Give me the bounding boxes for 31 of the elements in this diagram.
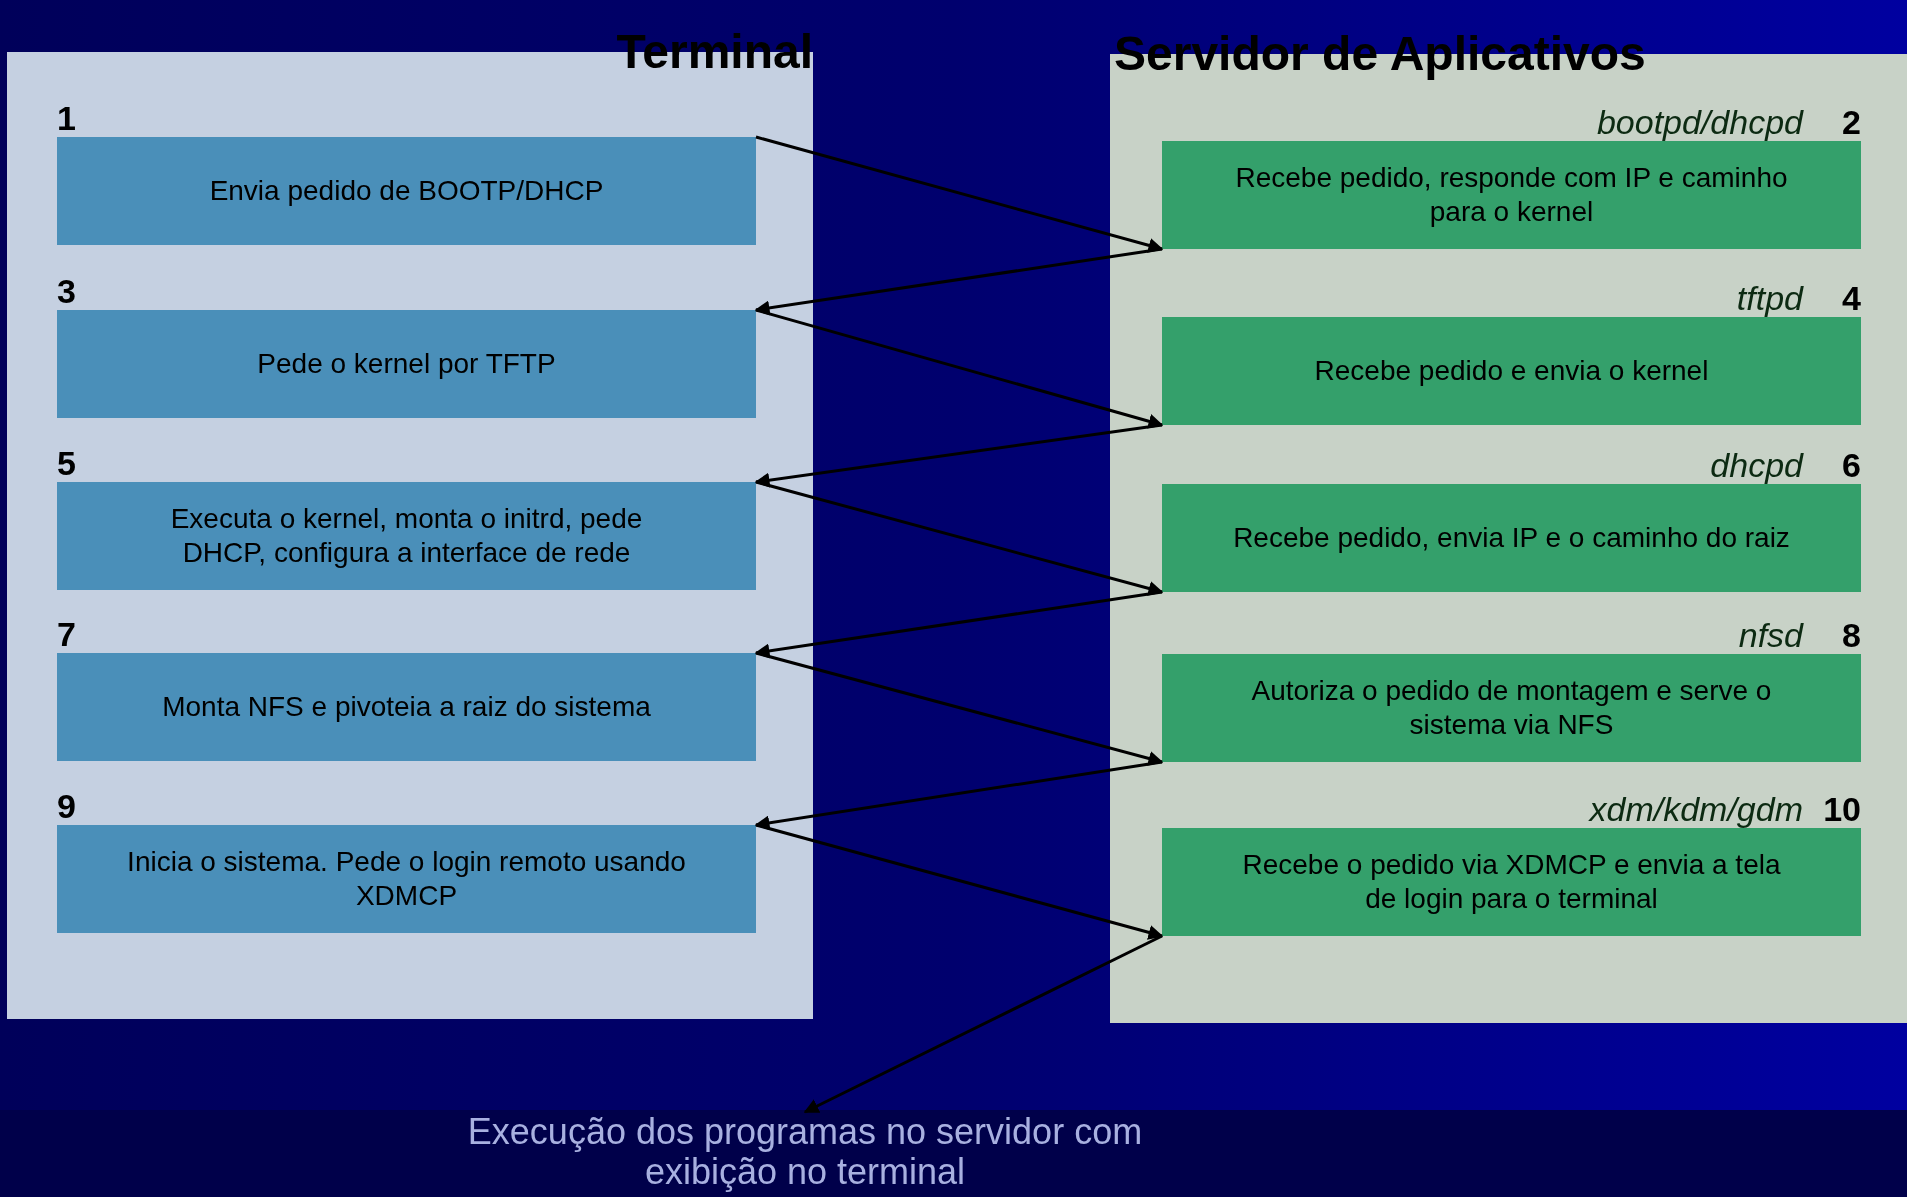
step-number: 7: [57, 617, 76, 651]
daemon-label: nfsd: [1738, 618, 1803, 652]
step-text: Recebe o pedido via XDMCP e envia a tela de login para o terminal: [1241, 847, 1782, 916]
step-text: Pede o kernel por TFTP: [256, 346, 557, 381]
step-number: 10: [1823, 792, 1861, 826]
step-text: Monta NFS e pivoteia a raiz do sistema: [161, 689, 652, 724]
arrow: [755, 135, 1164, 253]
step-number: 4: [1842, 281, 1861, 315]
arrow: [755, 651, 1164, 766]
step-text: Recebe pedido e envia o kernel: [1313, 353, 1710, 388]
daemon-label: tftpd: [1736, 281, 1803, 315]
step-text: Autoriza o pedido de montagem e serve o sistema via NFS: [1250, 673, 1773, 742]
step-number: 8: [1842, 618, 1861, 652]
step-text: Inicia o sistema. Pede o login remoto usando XDMCP: [126, 844, 687, 913]
daemon-label: dhcpd: [1710, 448, 1803, 482]
arrow: [803, 934, 1163, 1114]
step-text: Executa o kernel, monta o initrd, pede DHCP, configura a interface de rede: [169, 501, 644, 570]
step-number: 1: [57, 101, 76, 135]
arrow: [755, 308, 1164, 429]
daemon-label: bootpd/dhcpd: [1596, 105, 1803, 139]
step-text: Recebe pedido, responde com IP e caminho para o kernel: [1234, 160, 1789, 229]
step-text: Recebe pedido, envia IP e o caminho do raiz: [1232, 520, 1791, 555]
arrow: [755, 480, 1164, 596]
step-number: 9: [57, 789, 76, 823]
step-number: 3: [57, 274, 76, 308]
step-number: 6: [1842, 448, 1861, 482]
daemon-label: xdm/kdm/gdm: [1589, 792, 1803, 826]
step-number: 5: [57, 446, 76, 480]
step-number: 2: [1842, 105, 1861, 139]
step-text: Envia pedido de BOOTP/DHCP: [208, 173, 605, 208]
arrow: [755, 823, 1164, 940]
